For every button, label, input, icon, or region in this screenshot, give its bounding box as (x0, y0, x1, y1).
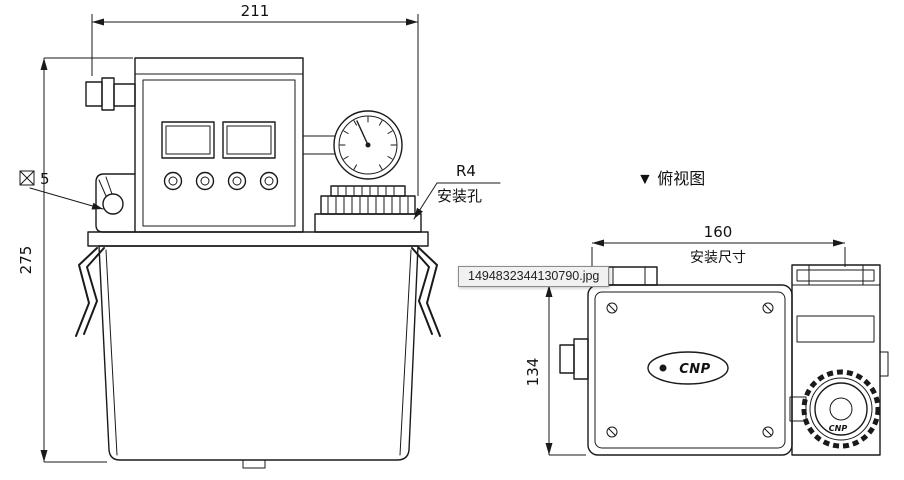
square-symbol-icon (19, 170, 35, 186)
dim-depth-134: 134 (524, 284, 586, 456)
oil-tank (87, 231, 429, 469)
hole-radius-label: R4 (456, 162, 476, 180)
control-unit (134, 57, 304, 233)
lcd-display-right (222, 121, 276, 159)
panel-button (227, 171, 247, 191)
arrowhead-left (592, 239, 604, 247)
side-tab (879, 351, 889, 377)
square-note-label: 5 (40, 170, 50, 188)
knurl-lines-bottom (327, 196, 409, 214)
knurl-lines-top (337, 186, 395, 196)
gauge-ticks (339, 116, 397, 170)
pump-head-section (789, 264, 889, 456)
filename-tooltip: 1494832344130790.jpg (458, 266, 610, 287)
arrowhead-down (545, 443, 553, 455)
keyhole (102, 193, 124, 215)
dim-width-label: 211 (241, 2, 270, 20)
hole-callout: R4 安装孔 (413, 162, 501, 220)
dim-width-211: 211 (91, 2, 419, 196)
cable-gland-top (559, 338, 589, 380)
hole-name-label: 安装孔 (437, 188, 482, 205)
arrowhead-right (833, 239, 845, 247)
panel-button (195, 171, 215, 191)
front-view: 211 275 (17, 2, 501, 469)
knurl-ring (801, 369, 881, 449)
cable-gland (85, 77, 136, 111)
corner-screw (762, 302, 774, 314)
knob-logo-label: CNP (829, 424, 848, 433)
corner-screw (606, 302, 618, 314)
panel-button (259, 171, 279, 191)
square-callout: 5 (19, 170, 104, 210)
mounting-clip-left (75, 247, 105, 337)
arrowhead-right (406, 18, 418, 26)
terminal-block (600, 266, 658, 286)
dim-width-label: 160 (704, 223, 733, 241)
arrowhead-up (545, 285, 553, 297)
lcd-display-left (161, 121, 215, 159)
cnp-logo-mark (659, 364, 667, 372)
leader-arrowhead (414, 207, 423, 219)
panel-button (163, 171, 183, 191)
gauge-knob: CNP (801, 369, 881, 449)
pressure-gauge (302, 110, 403, 180)
corner-screw (762, 426, 774, 438)
dim-height-label: 275 (17, 246, 35, 275)
mounting-size-label: 安装尺寸 (690, 249, 746, 265)
hanging-bracket (95, 173, 136, 233)
top-view: ▼ 俯视图 160 安装尺寸 134 (524, 170, 889, 456)
arrowhead-down (40, 450, 48, 462)
leader-arrowhead (91, 202, 103, 210)
dim-depth-label: 134 (524, 358, 542, 387)
label-plate (796, 315, 875, 343)
arrowhead-left (92, 18, 104, 26)
gauge-needle (356, 120, 369, 146)
drain-tab (242, 459, 266, 469)
top-view-title: ▼ 俯视图 (637, 170, 705, 188)
mounting-clip-right (411, 247, 441, 337)
corner-screw (606, 426, 618, 438)
dim-width-160: 160 安装尺寸 (591, 223, 846, 287)
filler-cap (314, 185, 422, 233)
cnp-logo: CNP (647, 351, 729, 385)
dim-height-275: 275 (17, 57, 133, 463)
arrowhead-up (40, 58, 48, 70)
cnp-logo-label: CNP (679, 362, 710, 377)
